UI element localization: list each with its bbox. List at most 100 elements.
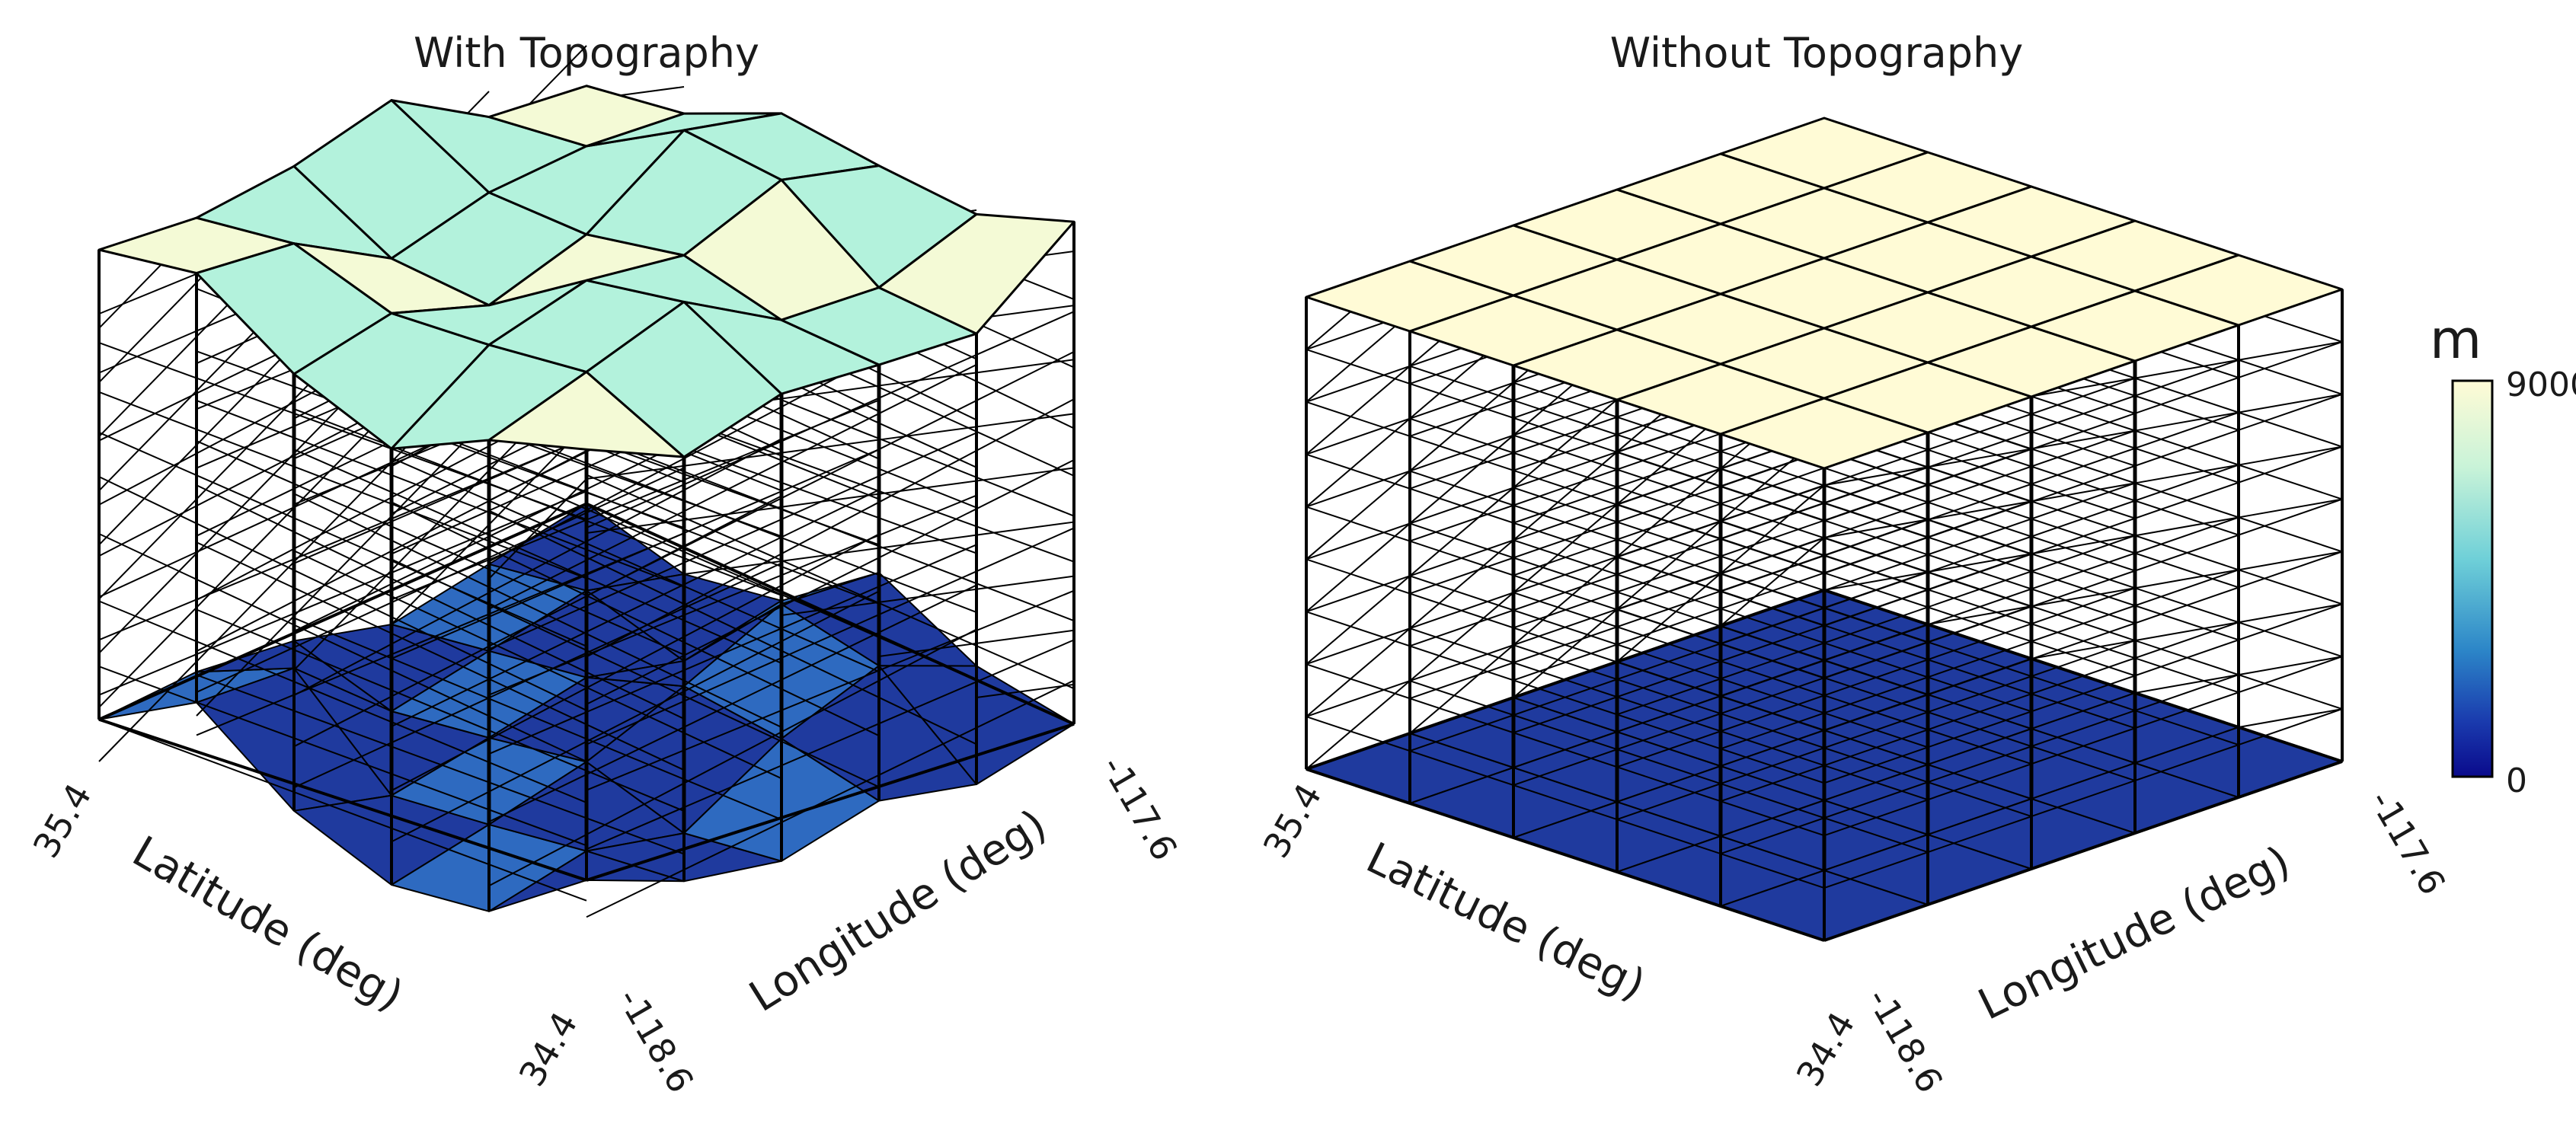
face-brace <box>98 444 197 546</box>
face-brace <box>1513 451 1618 541</box>
layer-line <box>391 590 880 843</box>
layer-line <box>1823 603 2343 784</box>
latitude-tick-min: 34.4 <box>1788 1005 1863 1094</box>
face-brace <box>1927 448 2032 468</box>
face-brace <box>98 336 197 438</box>
frame-edge <box>1306 768 1825 942</box>
panel-without-topography: Without Topography Latitude (deg) Longit… <box>1255 29 2454 1100</box>
layer-line <box>1823 340 2343 522</box>
face-brace <box>2238 551 2343 571</box>
face-brace <box>2134 569 2239 589</box>
longitude-tick-max: -117.6 <box>1093 749 1185 867</box>
wireframe-grid <box>1305 117 2344 942</box>
face-brace <box>1306 627 1411 717</box>
face-brace <box>976 413 1075 428</box>
layer-line <box>1823 708 2343 889</box>
layer-line <box>586 527 1075 746</box>
layer-line <box>1306 663 1825 837</box>
face-brace <box>98 552 197 654</box>
face-brace <box>878 588 977 603</box>
face-brace <box>1513 503 1618 593</box>
layer-line <box>293 495 782 748</box>
layer-line <box>488 544 977 755</box>
face-brace <box>781 547 880 562</box>
latitude-tick-min: 34.4 <box>511 1005 586 1094</box>
face-brace <box>781 385 880 400</box>
layer-line <box>1306 558 1825 732</box>
face-brace <box>878 642 977 657</box>
face-brace <box>2031 429 2136 450</box>
layer-line <box>1409 470 1929 643</box>
layer-line <box>488 432 977 650</box>
top-surface-cell <box>877 212 1075 335</box>
layer-line <box>1306 453 1825 627</box>
face-brace <box>1616 468 1721 557</box>
frame-edge <box>586 502 1075 726</box>
layer-line <box>1823 393 2343 574</box>
face-brace <box>2134 674 2239 694</box>
layer-line <box>1823 656 2343 837</box>
face-brace <box>2238 656 2343 676</box>
face-brace <box>2238 445 2343 466</box>
face-brace <box>1927 500 2032 521</box>
frame-edge <box>1306 589 1825 771</box>
layer-line <box>1306 716 1825 889</box>
face-brace <box>196 615 295 717</box>
face-brace <box>1306 417 1411 508</box>
face-brace <box>1720 537 1825 627</box>
face-brace <box>1306 680 1411 770</box>
layer-line <box>391 533 880 792</box>
face-brace <box>98 607 197 708</box>
frame-edge <box>98 717 587 882</box>
layer-line <box>196 532 685 736</box>
face-brace <box>196 344 295 446</box>
layer-line <box>1720 516 2239 698</box>
layer-line <box>1823 445 2343 627</box>
layer-line <box>586 311 1075 528</box>
face-brace <box>1616 415 1721 506</box>
layer-line <box>98 533 587 762</box>
layer-line <box>1306 611 1825 784</box>
layer-line <box>1720 621 2239 803</box>
face-brace <box>293 461 392 563</box>
face-brace <box>2134 411 2239 432</box>
layer-line <box>293 449 782 664</box>
face-brace <box>2238 340 2343 361</box>
face-brace <box>196 561 295 662</box>
layer-line <box>98 719 587 902</box>
face-brace <box>391 524 490 625</box>
layer-line <box>1720 569 2239 750</box>
face-brace <box>976 683 1075 698</box>
face-brace <box>781 493 880 508</box>
longitude-tick-min: -118.6 <box>1858 982 1951 1100</box>
panel-title: With Topography <box>414 29 759 77</box>
face-brace <box>2134 516 2239 537</box>
face-brace <box>1616 573 1721 662</box>
layer-line <box>293 438 782 696</box>
face-brace <box>1927 605 2032 625</box>
layer-line <box>488 628 977 887</box>
layer-line <box>1409 575 1929 749</box>
face-brace <box>976 629 1075 644</box>
face-brace <box>1306 366 1411 455</box>
layer-line <box>1720 411 2239 592</box>
face-brace <box>878 426 977 441</box>
layer-line <box>98 666 587 847</box>
face-brace <box>976 575 1075 590</box>
layer-line <box>1409 522 1929 696</box>
face-brace <box>2238 603 2343 624</box>
face-brace <box>2031 377 2136 397</box>
face-brace <box>2238 498 2343 519</box>
layer-line <box>1720 464 2239 645</box>
face-brace <box>1927 553 2032 573</box>
face-brace <box>391 470 490 571</box>
layer-line <box>1306 506 1825 679</box>
frame-edge <box>98 502 587 721</box>
colorbar-unit: m <box>2430 308 2482 371</box>
face-brace <box>1823 571 1929 591</box>
layer-line <box>1409 365 1929 538</box>
frame-edge <box>586 722 1075 882</box>
